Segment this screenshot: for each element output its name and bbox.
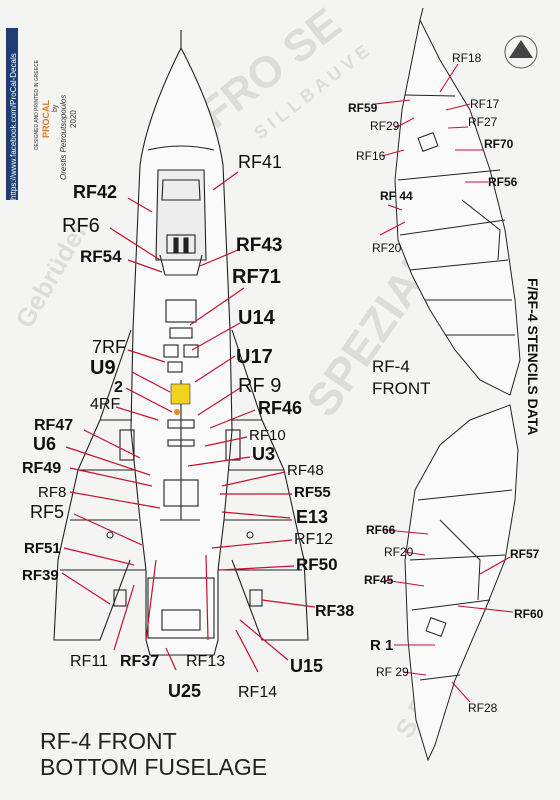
- top-label-rf70: RF70: [484, 137, 514, 151]
- label-rf55: RF55: [294, 484, 331, 501]
- bottom-label-rf57: RF57: [510, 547, 540, 561]
- stencils-heading: F/RF-4 STENCILS DATA: [525, 278, 541, 435]
- bottom-label-rf66: RF66: [366, 523, 396, 537]
- label-rf11: RF11: [70, 653, 108, 670]
- top-label-rf20: RF20: [372, 241, 402, 255]
- label-u6: U6: [33, 434, 56, 454]
- bottom-label-rf28: RF28: [468, 701, 498, 715]
- label-u15: U15: [290, 656, 323, 676]
- label-rf14: RF14: [238, 684, 277, 701]
- label-rf6: RF6: [62, 215, 100, 237]
- top-label-rf18: RF18: [452, 51, 482, 65]
- top-label-rf29: RF29: [370, 119, 400, 133]
- front-heading-line1: RF-4: [372, 357, 410, 376]
- main-title-line2: BOTTOM FUSELAGE: [40, 754, 268, 780]
- bottom-label-rf60: RF60: [514, 607, 544, 621]
- label-rf5: RF5: [30, 502, 64, 522]
- top-label-rf27: RF27: [468, 115, 498, 129]
- label-rf46: RF46: [258, 398, 302, 418]
- bottom-label-r1: R 1: [370, 637, 393, 654]
- top-label-rf16: RF16: [356, 149, 386, 163]
- bottom-label-rf29: RF 29: [376, 665, 409, 679]
- bottom-label-rf20: RF20: [384, 545, 414, 559]
- label-rf10: RF10: [249, 427, 286, 444]
- label-rf12: RF12: [294, 531, 333, 548]
- facebook-strip: [6, 28, 18, 200]
- label-rf8: RF8: [38, 484, 66, 501]
- orange-dot: [174, 409, 180, 415]
- side-bottom-leaders: [383, 529, 514, 703]
- label-u3: U3: [252, 444, 275, 464]
- top-label-rf44: RF 44: [380, 189, 413, 203]
- label-rf54: RF54: [80, 247, 122, 266]
- label-rf47: RF47: [34, 417, 73, 434]
- label-rf13: RF13: [186, 653, 225, 670]
- top-label-rf56: RF56: [488, 175, 518, 189]
- top-label-rf17: RF17: [470, 97, 500, 111]
- side-bottom-labels: RF66 RF20 RF57 RF45 RF60 R 1 RF 29 RF28: [364, 523, 544, 715]
- main-title: RF-4 FRONT BOTTOM FUSELAGE: [40, 728, 267, 780]
- label-rf37: RF37: [120, 653, 159, 670]
- main-title-line1: RF-4 FRONT: [40, 728, 177, 754]
- main-leader-lines: [61, 171, 316, 673]
- sheet-logo: [504, 35, 538, 69]
- label-rf7: 7RF: [92, 337, 126, 357]
- label-rf9: RF 9: [238, 375, 281, 397]
- label-rf50: RF50: [296, 555, 338, 574]
- front-heading-line2: FRONT: [372, 379, 431, 398]
- label-rf49: RF49: [22, 460, 61, 477]
- side-top-leaders: [374, 63, 488, 236]
- label-rf71: RF71: [232, 266, 281, 288]
- label-u14: U14: [238, 307, 276, 329]
- side-top-labels: RF18 RF59 RF17 RF29 RF27 RF70 RF16 RF56 …: [348, 51, 518, 255]
- label-rf4: 4RF: [90, 396, 120, 413]
- label-rf43: RF43: [236, 235, 282, 256]
- label-u17: U17: [236, 346, 273, 368]
- label-2: 2: [114, 379, 123, 396]
- label-rf38: RF38: [315, 603, 354, 620]
- label-e13: E13: [296, 507, 328, 527]
- label-rf39: RF39: [22, 567, 59, 584]
- label-rf42: RF42: [73, 182, 117, 202]
- side-view-bottom: [404, 404, 519, 762]
- label-rf51: RF51: [24, 540, 61, 557]
- main-fuselage-drawing: [53, 30, 309, 656]
- side-view-top: [394, 7, 521, 396]
- label-u9: U9: [90, 357, 116, 379]
- bottom-label-rf45: RF45: [364, 573, 394, 587]
- yellow-stencil: [170, 383, 191, 405]
- top-label-rf59: RF59: [348, 101, 378, 115]
- main-labels: RF41 RF42 RF6 RF54 RF43 RF71 U14 7RF U9 …: [22, 152, 354, 701]
- label-rf41: RF41: [238, 152, 282, 172]
- label-rf48: RF48: [287, 462, 324, 479]
- label-u25: U25: [168, 681, 201, 701]
